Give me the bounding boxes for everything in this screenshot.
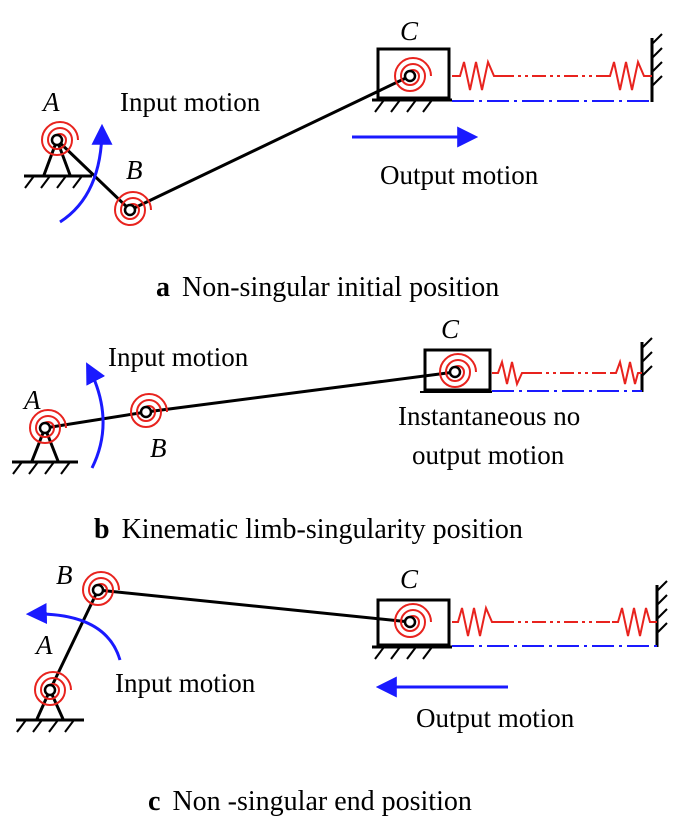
caption-a: a Non-singular initial position (156, 272, 499, 303)
input-label-c: Input motion (115, 668, 256, 698)
output-label-b-line2: output motion (412, 440, 565, 470)
panel-c: A B C Input motion Output motion c Non -s… (16, 560, 668, 817)
link-bc-a (129, 74, 411, 212)
caption-text-a: Non-singular initial position (182, 272, 499, 303)
caption-text-b: Kinematic limb-singularity position (122, 514, 523, 545)
input-arrow-a (59, 123, 113, 224)
output-label-b-line1: Instantaneous no (398, 401, 580, 431)
pin-c-a (403, 69, 417, 83)
pin-b-c (91, 583, 105, 597)
pin-c-b (448, 365, 462, 379)
slider-hatch-c (374, 646, 433, 660)
caption-letter-c: c (148, 786, 160, 817)
link-bc-b (145, 370, 456, 414)
spring-c (452, 604, 657, 637)
pin-a-c (43, 683, 57, 697)
caption-text-c: Non -singular end position (172, 786, 471, 817)
pin-b-a (123, 203, 137, 217)
pin-a-b (38, 421, 52, 435)
link-ab-a (55, 138, 132, 212)
link-ab-b (44, 410, 147, 430)
point-label-a-c: A (34, 630, 53, 660)
caption-c: c Non -singular end position (148, 786, 472, 817)
wall-hatch-a (651, 33, 663, 87)
pin-b-b (139, 405, 153, 419)
spring-b (492, 358, 642, 388)
input-label-b: Input motion (108, 342, 249, 372)
input-arrow-b (86, 362, 106, 469)
slider-block-b (423, 348, 492, 392)
point-label-c-a: C (400, 16, 419, 46)
spring-a (452, 58, 652, 91)
slider-hatch-a (374, 99, 433, 113)
link-ab-c (48, 589, 100, 691)
point-label-a-b: A (22, 385, 41, 415)
point-label-a-a: A (41, 87, 60, 117)
slider-block-c (376, 598, 451, 647)
slider-block-a (376, 47, 451, 100)
link-bc-c (97, 588, 411, 624)
point-label-b-c: B (56, 560, 73, 590)
ground-hatch-a (24, 175, 83, 189)
point-label-c-c: C (400, 564, 419, 594)
pin-c-c (403, 615, 417, 629)
output-label-c: Output motion (416, 703, 575, 733)
input-arrow-c (25, 603, 122, 661)
ground-hatch-c (16, 719, 75, 733)
caption-letter-b: b (94, 514, 110, 545)
panel-a: A B C Input motion Output motion a Non-si… (24, 16, 663, 303)
point-label-c-b: C (441, 314, 460, 344)
point-label-b-b: B (150, 433, 167, 463)
input-label-a: Input motion (120, 87, 261, 117)
wall-hatch-b (641, 337, 653, 377)
point-label-b-a: B (126, 155, 143, 185)
output-label-a: Output motion (380, 160, 539, 190)
panel-b: A B C Input motion Instantaneous no outp… (12, 314, 653, 545)
caption-b: b Kinematic limb-singularity position (94, 514, 523, 545)
pin-a-a (50, 133, 64, 147)
ground-hatch-b (12, 461, 71, 475)
wall-hatch-c (656, 580, 668, 634)
caption-letter-a: a (156, 272, 170, 303)
